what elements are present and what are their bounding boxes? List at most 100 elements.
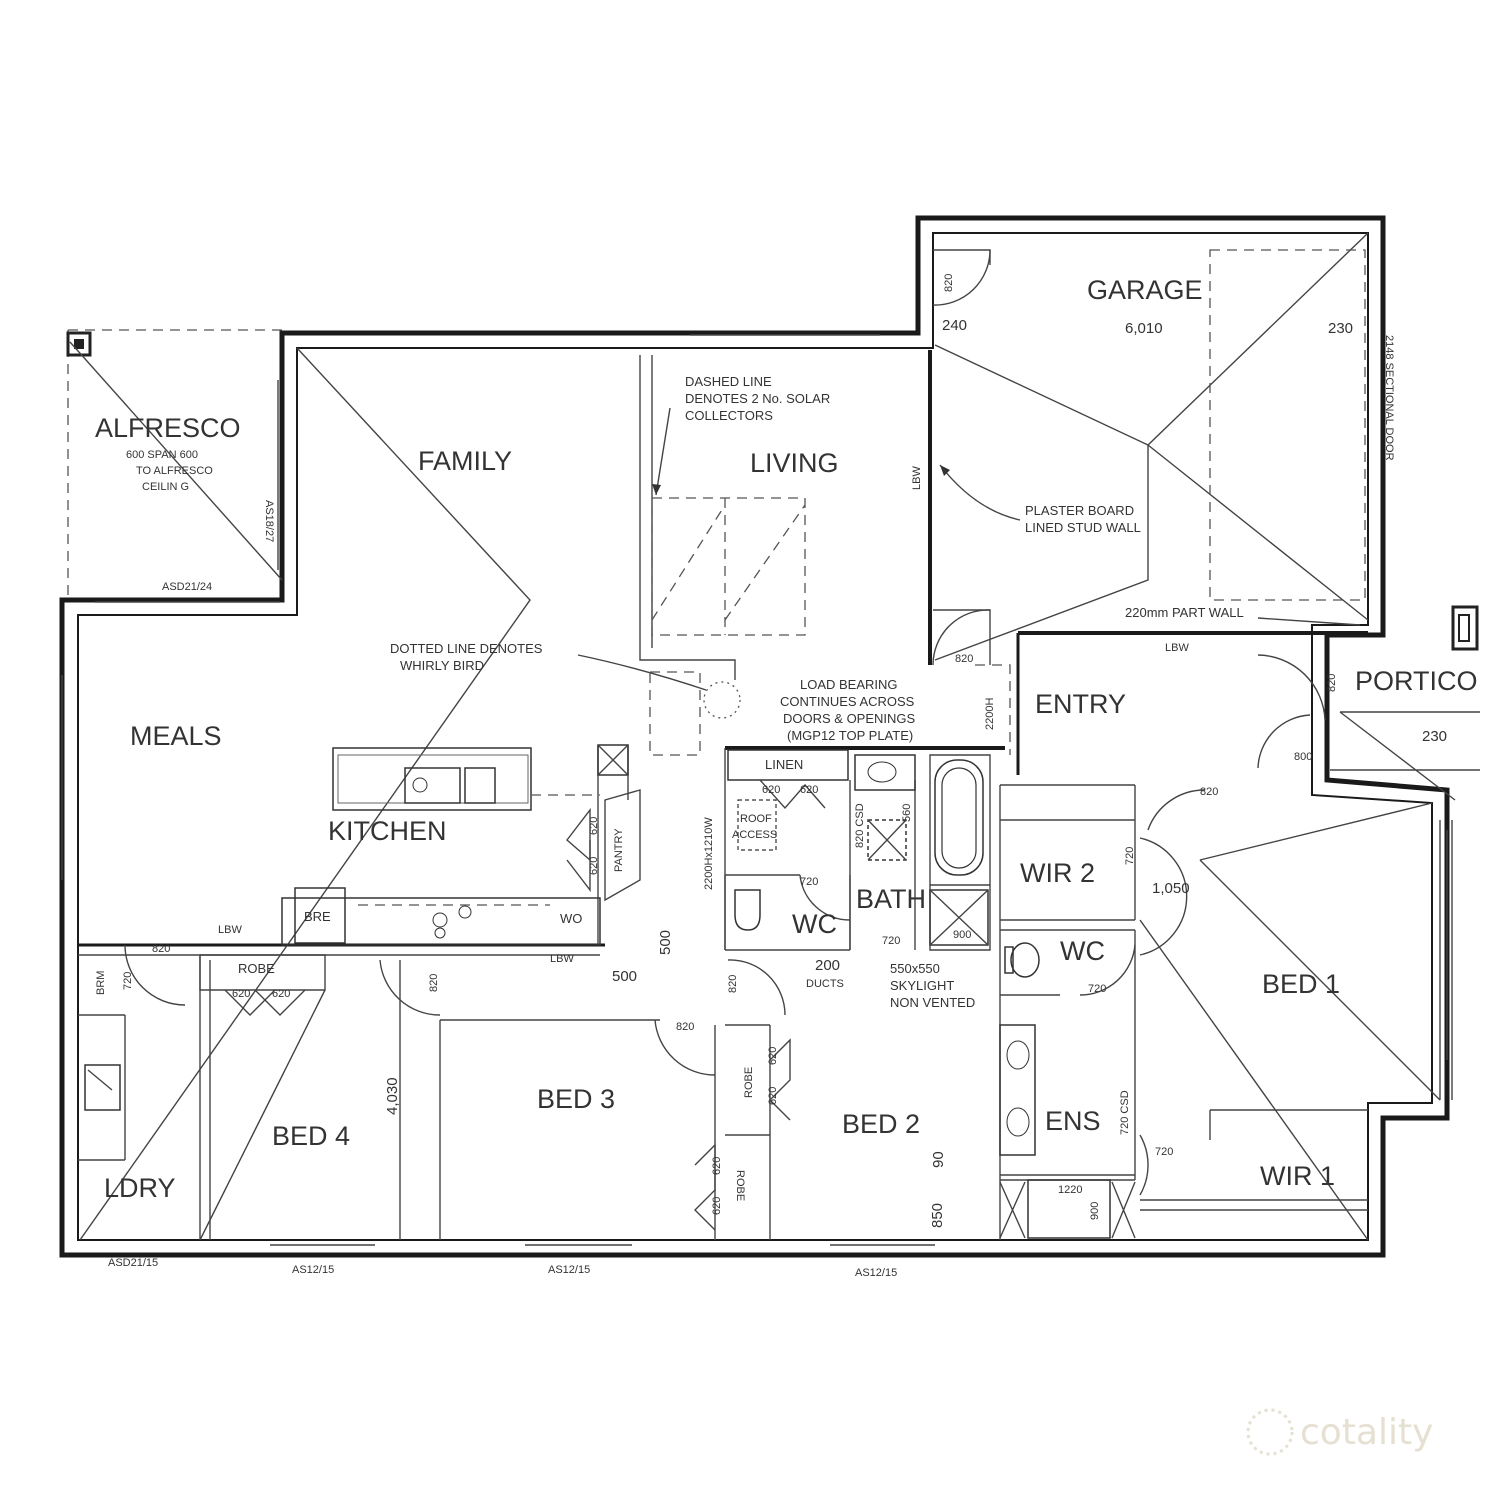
window-as1215-c: AS12/15 xyxy=(855,1267,897,1279)
lbw-hall: LBW xyxy=(550,953,574,965)
dim-620-pantry-a: 620 xyxy=(588,817,600,835)
dim-820-bed2: 820 xyxy=(727,975,739,993)
dim-720-wir1: 720 xyxy=(1155,1146,1173,1158)
lbw-kitchen: LBW xyxy=(218,924,242,936)
skylight-note-2: SKYLIGHT xyxy=(890,978,954,993)
dim-820-csd: 820 CSD xyxy=(854,803,866,848)
kitchen-fittings xyxy=(281,744,641,946)
load-note-4: (MGP12 TOP PLATE) xyxy=(787,728,913,743)
room-label-wir2: WIR 2 xyxy=(1020,858,1095,888)
load-note-2: CONTINUES ACROSS xyxy=(780,694,915,709)
label-brm: BRM xyxy=(95,971,107,995)
room-label-kitchen: KITCHEN xyxy=(328,816,447,846)
dim-620-robe2-c: 620 xyxy=(711,1157,723,1175)
annotations: 600 SPAN 600 TO ALFRESCO CEILIN G DASHED… xyxy=(126,335,1395,1010)
plaster-note-1: PLASTER BOARD xyxy=(1025,503,1134,518)
opening-note-1: 2200Hx1210W xyxy=(703,817,715,890)
solar-note-1: DASHED LINE xyxy=(685,374,772,389)
room-label-portico: PORTICO xyxy=(1355,666,1478,696)
dim-500-vertical: 500 xyxy=(657,930,674,955)
label-linen: LINEN xyxy=(765,757,803,772)
dim-800: 800 xyxy=(1294,751,1312,763)
dim-720-bath: 720 xyxy=(882,935,900,947)
room-label-meals: MEALS xyxy=(130,721,222,751)
dim-230: 230 xyxy=(1328,320,1353,337)
dim-620-linen-b: 620 xyxy=(800,784,818,796)
room-label-entry: ENTRY xyxy=(1035,689,1126,719)
room-label-bed1: BED 1 xyxy=(1262,969,1340,999)
load-note-3: DOORS & OPENINGS xyxy=(783,711,916,726)
windows xyxy=(61,334,1448,1246)
dim-620-robe2-b: 620 xyxy=(767,1087,779,1105)
watermark-text: cotality xyxy=(1300,1412,1433,1453)
lbw-entry: LBW xyxy=(1165,642,1189,654)
dim-720-csd: 720 CSD xyxy=(1119,1090,1131,1135)
dim-900-shower: 900 xyxy=(1089,1202,1101,1220)
dim-620-robe2-d: 620 xyxy=(711,1197,723,1215)
skylight-note-3: NON VENTED xyxy=(890,995,975,1010)
dim-720-ldry: 720 xyxy=(122,972,134,990)
door-swings xyxy=(124,654,1326,1231)
label-robe-bed4: ROBE xyxy=(238,961,275,976)
dim-820-hall: 820 xyxy=(428,974,440,992)
alfresco-note-1: 600 SPAN 600 xyxy=(126,449,198,461)
dim-560: 560 xyxy=(901,804,913,822)
dim-garage-width: 6,010 xyxy=(1125,320,1163,337)
room-label-wir1: WIR 1 xyxy=(1260,1161,1335,1191)
room-label-alfresco: ALFRESCO xyxy=(95,413,241,443)
dim-500-horizontal: 500 xyxy=(612,968,637,985)
roof-access-note-1: ROOF xyxy=(740,813,772,825)
load-note-1: LOAD BEARING xyxy=(800,677,898,692)
dimensions: 6,010 240 230 820 820 230 820 800 820 72… xyxy=(108,274,1447,1279)
window-as1215-b: AS12/15 xyxy=(548,1264,590,1276)
ceiling-lines xyxy=(79,347,1441,1241)
label-bre: BRE xyxy=(304,909,331,924)
plaster-note-2: LINED STUD WALL xyxy=(1025,520,1141,535)
dim-720-wc: 720 xyxy=(800,876,818,888)
room-label-bed4: BED 4 xyxy=(272,1121,350,1151)
window-as1215-a: AS12/15 xyxy=(292,1264,334,1276)
dim-portico-230: 230 xyxy=(1422,728,1447,745)
lbw-garage: LBW xyxy=(911,466,923,490)
label-pantry: PANTRY xyxy=(613,828,625,872)
dim-820-bed3: 820 xyxy=(676,1021,694,1033)
dim-820-ldry: 820 xyxy=(152,943,170,955)
fixtures xyxy=(87,749,1136,1239)
ducts-note: DUCTS xyxy=(806,978,844,990)
solar-note-3: COLLECTORS xyxy=(685,408,773,423)
dim-1050: 1,050 xyxy=(1152,880,1190,897)
alfresco-note-3: CEILIN G xyxy=(142,481,189,493)
label-robe-bed2b: ROBE xyxy=(734,1170,746,1201)
dim-240: 240 xyxy=(942,317,967,334)
whirly-note-1: DOTTED LINE DENOTES xyxy=(390,641,543,656)
dim-620-robe4-b: 620 xyxy=(272,988,290,1000)
room-label-bed3: BED 3 xyxy=(537,1084,615,1114)
whirly-note-2: WHIRLY BIRD xyxy=(400,658,484,673)
solar-collectors xyxy=(577,407,1011,756)
watermark: cotality xyxy=(1246,1408,1433,1456)
room-label-bed2: BED 2 xyxy=(842,1109,920,1139)
room-labels: ALFRESCO FAMILY LIVING GARAGE MEALS KITC… xyxy=(95,275,1478,1203)
room-label-wc-bath: WC xyxy=(792,909,837,939)
dim-720-wir2: 720 xyxy=(1124,847,1136,865)
window-asd2115: ASD21/15 xyxy=(108,1257,158,1269)
room-label-bath: BATH xyxy=(856,884,926,914)
roof-access-note-2: ACCESS xyxy=(732,829,777,841)
alfresco-note-2: TO ALFRESCO xyxy=(136,465,213,477)
solar-note-2: DENOTES 2 No. SOLAR xyxy=(685,391,830,406)
dim-720-ens: 720 xyxy=(1088,983,1106,995)
room-label-garage: GARAGE xyxy=(1087,275,1203,305)
room-label-family: FAMILY xyxy=(418,446,512,476)
room-label-wc-ens: WC xyxy=(1060,936,1105,966)
dim-1220: 1220 xyxy=(1058,1184,1082,1196)
room-label-ens: ENS xyxy=(1045,1106,1101,1136)
dim-4030: 4,030 xyxy=(384,1077,401,1115)
room-label-living: LIVING xyxy=(750,448,839,478)
window-asd2124: ASD21/24 xyxy=(162,581,212,593)
partwall-note: 220mm PART WALL xyxy=(1125,605,1244,620)
label-robe-bed2a: ROBE xyxy=(743,1067,755,1098)
dim-820-garage-b: 820 xyxy=(955,653,973,665)
room-label-ldry: LDRY xyxy=(104,1173,176,1203)
skylight-note-1: 550x550 xyxy=(890,961,940,976)
